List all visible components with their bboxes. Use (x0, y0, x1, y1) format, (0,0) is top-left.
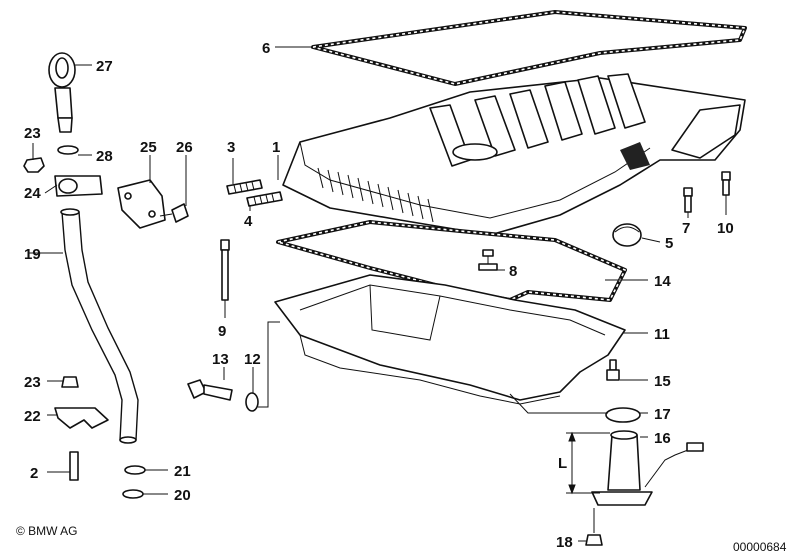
callout-labels: 6 27 23 28 25 26 3 1 24 4 7 10 5 19 8 14… (24, 40, 734, 551)
callout-2: 2 (30, 465, 38, 482)
oil-level-sensor-part (591, 430, 704, 506)
callout-7: 7 (682, 220, 690, 237)
washer-12-part (245, 392, 259, 412)
holder-clamp-part (54, 175, 103, 197)
stud-2-part (69, 451, 79, 481)
callout-25: 25 (140, 139, 157, 156)
callout-6: 6 (262, 40, 270, 57)
callout-13: 13 (212, 351, 229, 368)
bolt-9-part (220, 239, 230, 301)
callout-11: 11 (654, 326, 670, 343)
washer-21-part (124, 465, 146, 475)
callout-3: 3 (227, 139, 235, 156)
bolt-26-part (159, 203, 189, 223)
callout-16: 16 (654, 430, 671, 447)
diagram-number: 00000684 (733, 540, 787, 554)
stud-3-part (226, 179, 263, 195)
sensor-gasket-ring-part (605, 407, 641, 423)
oil-pan-lower-section-part (274, 274, 626, 405)
callout-24: 24 (24, 185, 41, 202)
o-ring-part (57, 145, 79, 155)
plug-part (612, 223, 642, 247)
callout-23-top: 23 (24, 125, 41, 142)
upper-gasket-part (311, 10, 747, 86)
washer-20-part (122, 489, 144, 499)
bolt-8-part (478, 249, 498, 271)
callout-27: 27 (96, 58, 113, 75)
drain-plug-bolt-part (187, 379, 233, 401)
stud-4-part (246, 191, 283, 207)
callout-15: 15 (654, 373, 671, 390)
nut-top-part (23, 157, 45, 173)
nut-bottom-part (61, 376, 79, 388)
callout-4: 4 (244, 213, 253, 230)
callout-14: 14 (654, 273, 671, 290)
bracket-part (117, 179, 166, 229)
dipstick-guide-tube-part (60, 208, 139, 444)
dimension-label-L: L (558, 455, 567, 472)
callout-18: 18 (556, 534, 573, 551)
callout-5: 5 (665, 235, 673, 252)
callout-23-bottom: 23 (24, 374, 41, 391)
bolt-7-part (683, 187, 693, 213)
callout-10: 10 (717, 220, 734, 237)
callout-26: 26 (176, 139, 193, 156)
oil-pan-upper-section-part (282, 73, 746, 236)
callout-12: 12 (244, 351, 261, 368)
callout-22: 22 (24, 408, 41, 425)
copyright-text: © BMW AG (16, 524, 78, 538)
leader-lines (28, 46, 727, 542)
holder-plate-part (54, 407, 109, 429)
bolt-10-part (721, 171, 731, 196)
nut-18-part (585, 534, 603, 546)
callout-1: 1 (272, 139, 280, 156)
dipstick-part (48, 52, 76, 133)
callout-19: 19 (24, 246, 41, 263)
callout-28: 28 (96, 148, 113, 165)
callout-8: 8 (509, 263, 517, 280)
bolt-15-part (606, 359, 620, 381)
callout-20: 20 (174, 487, 191, 504)
callout-17: 17 (654, 406, 671, 423)
callout-9: 9 (218, 323, 226, 340)
callout-21: 21 (174, 463, 191, 480)
